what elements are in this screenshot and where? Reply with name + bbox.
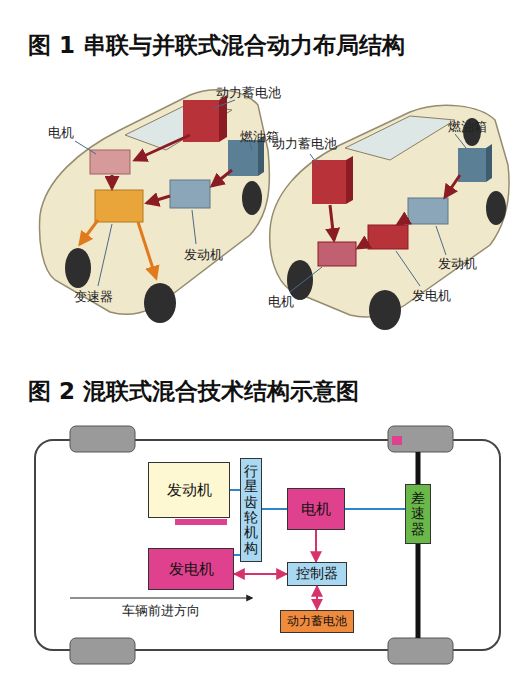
generator-box: 发电机 xyxy=(148,548,234,590)
box-text: 动力蓄电池 xyxy=(287,613,347,630)
part-label: 发动机 xyxy=(438,255,477,273)
part-label: 发动机 xyxy=(184,246,223,264)
part-label: 变速器 xyxy=(74,288,113,306)
chassis xyxy=(35,426,500,664)
motor-box: 电机 xyxy=(287,488,345,530)
controller-box: 控制器 xyxy=(287,562,347,586)
box-text: 差速器 xyxy=(411,491,425,537)
connector xyxy=(345,508,405,510)
series-car xyxy=(40,90,270,323)
part-label: 动力蓄电池 xyxy=(272,135,337,153)
connector xyxy=(234,573,287,575)
box-text: 行星齿轮机构 xyxy=(244,464,258,556)
box-text: 发电机 xyxy=(169,560,214,579)
connector xyxy=(262,508,287,510)
part-label: 发电机 xyxy=(412,287,451,305)
figure-title: 图 2 混联式混合技术结构示意图 xyxy=(28,376,359,407)
part-label: 动力蓄电池 xyxy=(216,84,281,102)
direction-label: 车辆前进方向 xyxy=(122,602,200,620)
parallel-car xyxy=(270,105,509,330)
box-text: 控制器 xyxy=(296,565,338,583)
box-text: 发动机 xyxy=(167,481,212,500)
differential-box: 差速器 xyxy=(405,484,431,544)
connector xyxy=(315,530,317,562)
engine-box: 发动机 xyxy=(148,462,230,518)
battery-box: 动力蓄电池 xyxy=(280,610,354,633)
part-label: 燃油箱 xyxy=(448,118,487,136)
part-label: 电机 xyxy=(48,124,74,142)
connector xyxy=(230,489,240,491)
planetary-gear-box: 行星齿轮机构 xyxy=(240,458,262,562)
connector xyxy=(316,586,318,610)
figure-title: 图 1 串联与并联式混合动力布局结构 xyxy=(28,30,405,61)
part-label: 电机 xyxy=(268,293,294,311)
box-text: 电机 xyxy=(301,500,331,519)
